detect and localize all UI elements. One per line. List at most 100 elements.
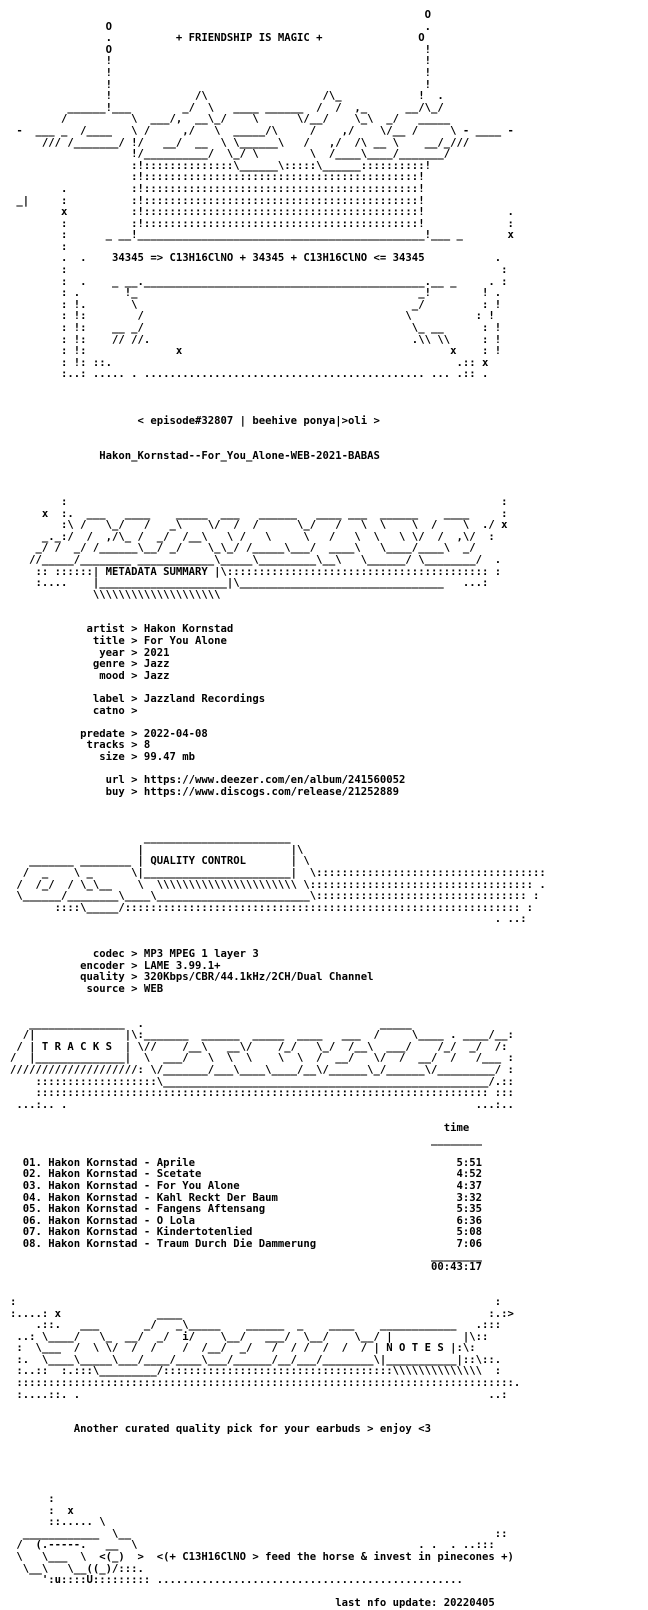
nfo-line [10,1448,640,1460]
nfo-line: : \___ / \ \/ / / / /__/ _/ / / / / / / … [10,1342,476,1355]
nfo-line [10,381,640,393]
nfo-line: . + FRIENDSHIP IS MAGIC + O [10,32,425,45]
nfo-line: | |\ [10,843,304,856]
nfo-line: source > WEB [10,982,164,995]
nfo-line: time [10,1122,470,1134]
nfo-line: 05. Hakon Kornstad - Fangens Aftensang 5… [10,1203,482,1216]
nfo-line: //_____/________ ____________\_____\____… [10,553,502,566]
nfo-line: !/__________/ \_/ \ \ /____\____/_______… [10,148,451,161]
nfo-line [10,1459,640,1471]
nfo-line: ____________ \__ :: [10,1527,508,1540]
nfo-line: ::::::::::::::::::::::::::::::::::::::::… [10,1087,514,1100]
nfo-line: 01. Hakon Kornstad - Aprile 5:51 [10,1156,482,1169]
nfo-line [10,1471,640,1483]
nfo-line: Hakon_Kornstad--For_You_Alone-WEB-2021-B… [10,449,380,462]
nfo-line: ! /\ /\_ ! . [10,90,444,103]
nfo-line [10,462,640,474]
nfo-line: :..: ..... . ...........................… [10,368,489,381]
nfo-line: : x [10,1504,74,1517]
nfo-line: : !: / \ : ! [10,310,495,323]
nfo-line [10,810,640,822]
nfo-line: _______________________ [10,832,291,845]
nfo-line: year > 2021 [10,646,170,659]
nfo-line [10,798,640,810]
nfo-line: 04. Hakon Kornstad - Kahl Reckt Der Baum… [10,1191,482,1204]
nfo-line: ////////////////////: \/_______/___\____… [10,1064,514,1077]
nfo-line [10,1482,640,1494]
nfo-line: catno > [10,704,138,717]
nfo-line: : !: __ _/ \_ __ : ! [10,322,502,335]
nfo-line: _| : :!:::::::::::::::::::::::::::::::::… [10,194,425,207]
nfo-line: / |______________| \ ___/ \ \ \ \ \ / __… [10,1052,514,1065]
nfo-line [10,995,640,1007]
nfo-line [10,926,640,938]
nfo-line: O ! [10,43,431,56]
nfo-line: / (.-----. __ \ . . . ..::: [10,1539,495,1552]
nfo-line: : [10,1493,55,1505]
nfo-line: :....: x ____ :.:> [10,1307,514,1320]
nfo-line: . :!::::::::::::::::::::::::::::::::::::… [10,182,425,195]
nfo-line: :!::::::::::::::::::::::::::::::::::::::… [10,171,425,184]
nfo-line: < episode#32807 | beehive ponya|>oli > [10,414,380,427]
nfo-line [10,1436,640,1448]
nfo-line: :\ / \_/ / _\ \/ / / \_/ / \ \ \ / \ ./ … [10,519,508,532]
nfo-line: / \ ___/, __\_/ \ \/__/ \_\ _/ _____ [10,113,451,126]
nfo-line [10,1007,640,1019]
nfo-line: / _ \ _ \|_______________________| \::::… [10,866,546,879]
nfo-line: :: ::::::| METADATA SUMMARY |\::::::::::… [10,565,502,578]
nfo-line: :!::::::::::::::\______\:::::\______::::… [10,159,431,172]
nfo-line: O [10,10,431,21]
nfo-line: : !: x x : ! [10,345,502,358]
nfo-line: buy > https://www.discogs.com/release/21… [10,785,400,798]
nfo-line [10,474,640,486]
nfo-line: ________ [10,1249,482,1262]
nfo-line: ______!___ _/ \ ____ ______ / / ,_ __/\_… [10,101,444,114]
nfo-line: ..: \____/ \_ __/ _/ i/ \__/ ___/ \__/ \… [10,1330,489,1343]
nfo-line: ! ! [10,66,431,79]
nfo-line: :.... |____________________|\___________… [10,577,489,590]
nfo-line: predate > 2022-04-08 [10,727,208,740]
nfo-line: :....::. . ..: [10,1388,508,1401]
nfo-line: encoder > LAME 3.99.1+ [10,959,221,972]
nfo-line: tracks > 8 [10,739,151,752]
nfo-line: ::::\_____/:::::::::::::::::::::::::::::… [10,901,533,914]
nfo-line: : : [10,495,508,508]
nfo-line: /| |\:_______ ______ _____ ____ ___ / \_… [10,1029,514,1042]
nfo-line [10,601,640,613]
nfo-line: .::. ___ _/ _\_____ ______ _ ____ ______… [10,1319,502,1332]
nfo-line: codec > MP3 MPEG 1 layer 3 [10,948,259,961]
nfo-line: mood > Jazz [10,669,170,682]
nfo-line: : : [10,1295,502,1308]
nfo-line: _._:/ / ,/\_ / _/ /__\ \ / \ \ / \ \ \ \… [10,530,495,543]
nfo-line: : [10,240,68,253]
nfo-line: ::..... \ [10,1516,106,1529]
nfo-line: 03. Hakon Kornstad - For You Alone 4:37 [10,1179,482,1192]
nfo-line: _/ / _/ /______\__/ _/ \_\_/ /_____\___/… [10,542,476,555]
nfo-line: _______________ . _____ [10,1017,412,1030]
nfo-line: \__\ \__((_)/:::. [10,1562,144,1575]
nfo-line: 00:43:17 [10,1261,482,1274]
nfo-line: . . 34345 => C13H16ClNO + 34345 + C13H16… [10,252,502,265]
nfo-line: /// /_______/ !/ __/ __ \ \______\ / ,/ … [10,136,470,149]
nfo-line: ________ [10,1133,482,1146]
nfo-line: : !: // //. .\\ \\ : ! [10,333,502,346]
nfo-line: \______/________\____\__________________… [10,890,540,903]
nfo-text-art: O O . . + FRIENDSHIP IS MAGIC + O O ! [10,10,640,1610]
nfo-line: 02. Hakon Kornstad - Scetate 4:52 [10,1168,482,1181]
nfo-line [10,393,640,405]
nfo-line: Another curated quality pick for your ea… [10,1423,431,1436]
nfo-line: url > https://www.deezer.com/en/album/24… [10,774,406,787]
nfo-line: : !: ::. .:: x [10,356,489,369]
nfo-line: : :!::::::::::::::::::::::::::::::::::::… [10,217,514,230]
nfo-line: : : [10,264,508,277]
nfo-line: : _ __!_________________________________… [10,229,514,242]
nfo-line: ...:.. . ...:.. [10,1098,514,1111]
nfo-line: 07. Hakon Kornstad - Kindertotenlied 5:0… [10,1226,482,1239]
nfo-line: size > 99.47 mb [10,751,195,763]
nfo-line: x :. ___ ____ _____ ___ ______ ____ ___ … [10,507,508,520]
nfo-line: 08. Hakon Kornstad - Traum Durch Die Dam… [10,1237,482,1250]
nfo-line: O . [10,20,431,33]
nfo-line [10,1274,640,1286]
nfo-line: / | T R A C K S | \// /__\ __\/ /_/ \_/ … [10,1040,508,1053]
nfo-line: \\\\\\\\\\\\\\\\\\\\ [10,588,221,601]
